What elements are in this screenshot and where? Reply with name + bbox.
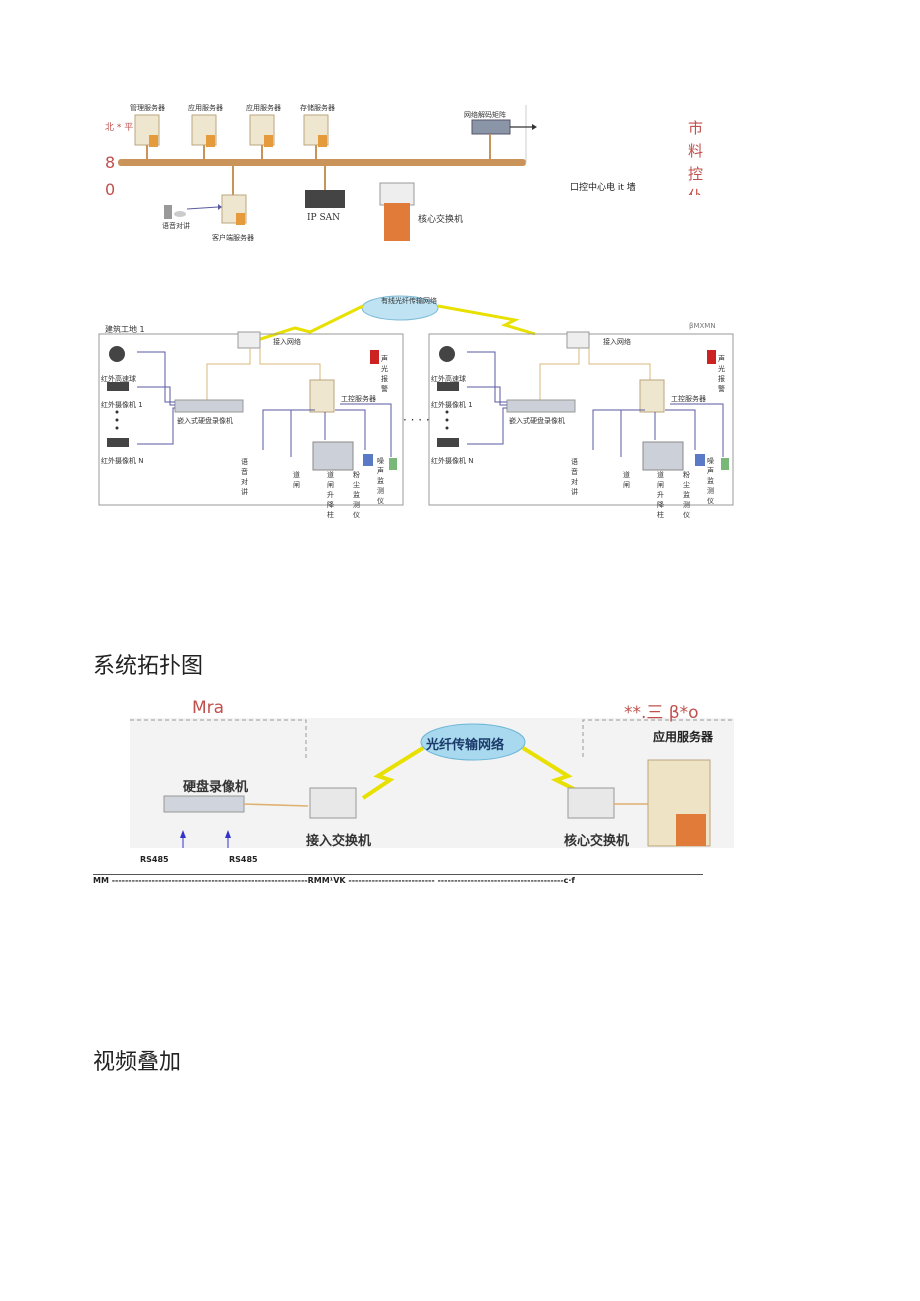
- dust-monitor-icon: [363, 454, 373, 466]
- diagram-topology: Mra **.三 β*o 光纤传输网络 应用服务器 硬盘录像机 接入交换机 核心…: [128, 696, 738, 886]
- switch-icon: [566, 331, 590, 349]
- barrier-icon: [642, 441, 684, 471]
- server-label: 应用服务器: [188, 104, 223, 112]
- site-right-label: βMXMN: [689, 322, 716, 330]
- alarm-label: 声光报警: [718, 355, 725, 393]
- barrier-label: 道闸升降柱: [327, 471, 334, 519]
- dust-label: 粉尘监测仪: [683, 471, 690, 519]
- server-label: 管理服务器: [130, 104, 165, 112]
- noise-monitor-icon: [389, 458, 397, 470]
- garbled-text: 料: [688, 142, 704, 160]
- divider-line: [93, 874, 703, 875]
- core-switch-label: 核心交换机: [418, 215, 464, 225]
- ipsan-icon: [305, 190, 345, 208]
- dvr-icon: [163, 795, 245, 813]
- access-switch-label: 接入交换机: [306, 834, 372, 849]
- lightning-icon: [361, 746, 425, 800]
- garbled-text: Mra: [192, 698, 225, 718]
- camera-label: 红外摄像机 N: [101, 457, 144, 465]
- lightning-icon: [244, 304, 364, 346]
- svg-text:· · · ·: · · · ·: [403, 413, 430, 427]
- server-label: 存储服务器: [300, 104, 335, 112]
- garbled-text: 仆: [688, 185, 703, 195]
- diagram1-graphic: [118, 105, 537, 241]
- dvr-label: 嵌入式硬盘录像机: [509, 417, 565, 425]
- camera-label: 红外摄像机 N: [431, 457, 474, 465]
- dvr-icon: [174, 399, 244, 413]
- section-heading-video-overlay: 视频叠加: [93, 1050, 182, 1075]
- switch-icon: [237, 331, 261, 349]
- alarm-icon: [707, 350, 716, 364]
- core-switch-icon: [379, 182, 415, 206]
- rs485-label: RS485: [229, 855, 258, 864]
- voice-label: 语音对讲: [241, 458, 248, 496]
- server-icon: [639, 379, 665, 413]
- access-label: 接入网络: [273, 338, 301, 346]
- diagram3-graphic: [130, 718, 734, 848]
- garbled-text: 市: [688, 119, 704, 137]
- cloud-label: 光纤传输网络: [426, 738, 505, 753]
- access-switch-icon: [309, 787, 357, 819]
- diagram-construction-sites: · · · ·: [95, 292, 740, 519]
- garbled-text: **.三 β*o: [624, 703, 699, 723]
- cloud-icon: [420, 723, 526, 761]
- noise-monitor-icon: [721, 458, 729, 470]
- decoder-label: 网络解码矩阵: [464, 111, 506, 119]
- diagram2-graphic: · · · ·: [98, 295, 734, 506]
- server-label: 应用服务器: [246, 104, 281, 112]
- diagram-monitoring-center: 管理服务器 应用服务器 应用服务器 存储服务器 网络解码矩阵 语音对讲 客户端服…: [100, 95, 720, 255]
- client-label: 客户端服务器: [212, 234, 254, 242]
- dvr-label: 硬盘录像机: [183, 780, 249, 795]
- alarm-icon: [370, 350, 379, 364]
- garbled-text: 北 * 平: [105, 123, 134, 133]
- gate-label: 道闸: [623, 471, 630, 489]
- garbled-text: 控: [688, 165, 704, 183]
- voice-label: 语音对讲: [162, 222, 190, 230]
- site-left-label: 建筑工地 1: [105, 325, 145, 334]
- voice-icon: [164, 205, 172, 219]
- core-switch-label: 核心交换机: [564, 834, 630, 849]
- garbled-text: 0: [105, 180, 116, 199]
- camera-label: 红外高速球: [431, 375, 466, 383]
- section-heading-topology: 系统拓扑图: [93, 654, 204, 679]
- dust-monitor-icon: [695, 454, 705, 466]
- camera-label: 红外摄像机 1: [431, 401, 473, 409]
- dust-label: 粉尘监测仪: [353, 471, 360, 519]
- app-server-label: 应用服务器: [653, 730, 714, 744]
- rs485-label: RS485: [140, 855, 169, 864]
- footer-line: MM -------------------------------------…: [93, 876, 575, 885]
- dvr-label: 嵌入式硬盘录像机: [177, 417, 233, 425]
- control-center-label: 口控中心电 it 墙: [570, 183, 636, 193]
- gate-label: 道闸: [293, 471, 300, 489]
- access-label: 接入网络: [603, 338, 631, 346]
- ipsan-label: IP SAN: [307, 213, 341, 223]
- decoder-icon: [471, 119, 511, 135]
- noise-label: 噪声监测仪: [707, 457, 714, 505]
- alarm-label: 声光报警: [381, 355, 388, 393]
- voice-label: 语音对讲: [571, 458, 578, 496]
- backbone-bar: [118, 159, 526, 166]
- camera-label: 红外摄像机 1: [101, 401, 143, 409]
- barrier-label: 道闸升降柱: [657, 471, 664, 519]
- cloud-label: 有线光纤传输网络: [381, 297, 437, 305]
- server-label: 工控服务器: [671, 395, 706, 403]
- server-icon: [134, 114, 329, 146]
- core-switch-icon: [567, 787, 615, 819]
- server-label: 工控服务器: [341, 395, 376, 403]
- server-icon: [309, 379, 335, 413]
- dvr-icon: [506, 399, 576, 413]
- garbled-text: 8: [105, 153, 116, 172]
- camera-label: 红外高速球: [101, 375, 136, 383]
- noise-label: 噪声监测仪: [377, 457, 384, 505]
- barrier-icon: [312, 441, 354, 471]
- lightning-icon: [437, 304, 536, 336]
